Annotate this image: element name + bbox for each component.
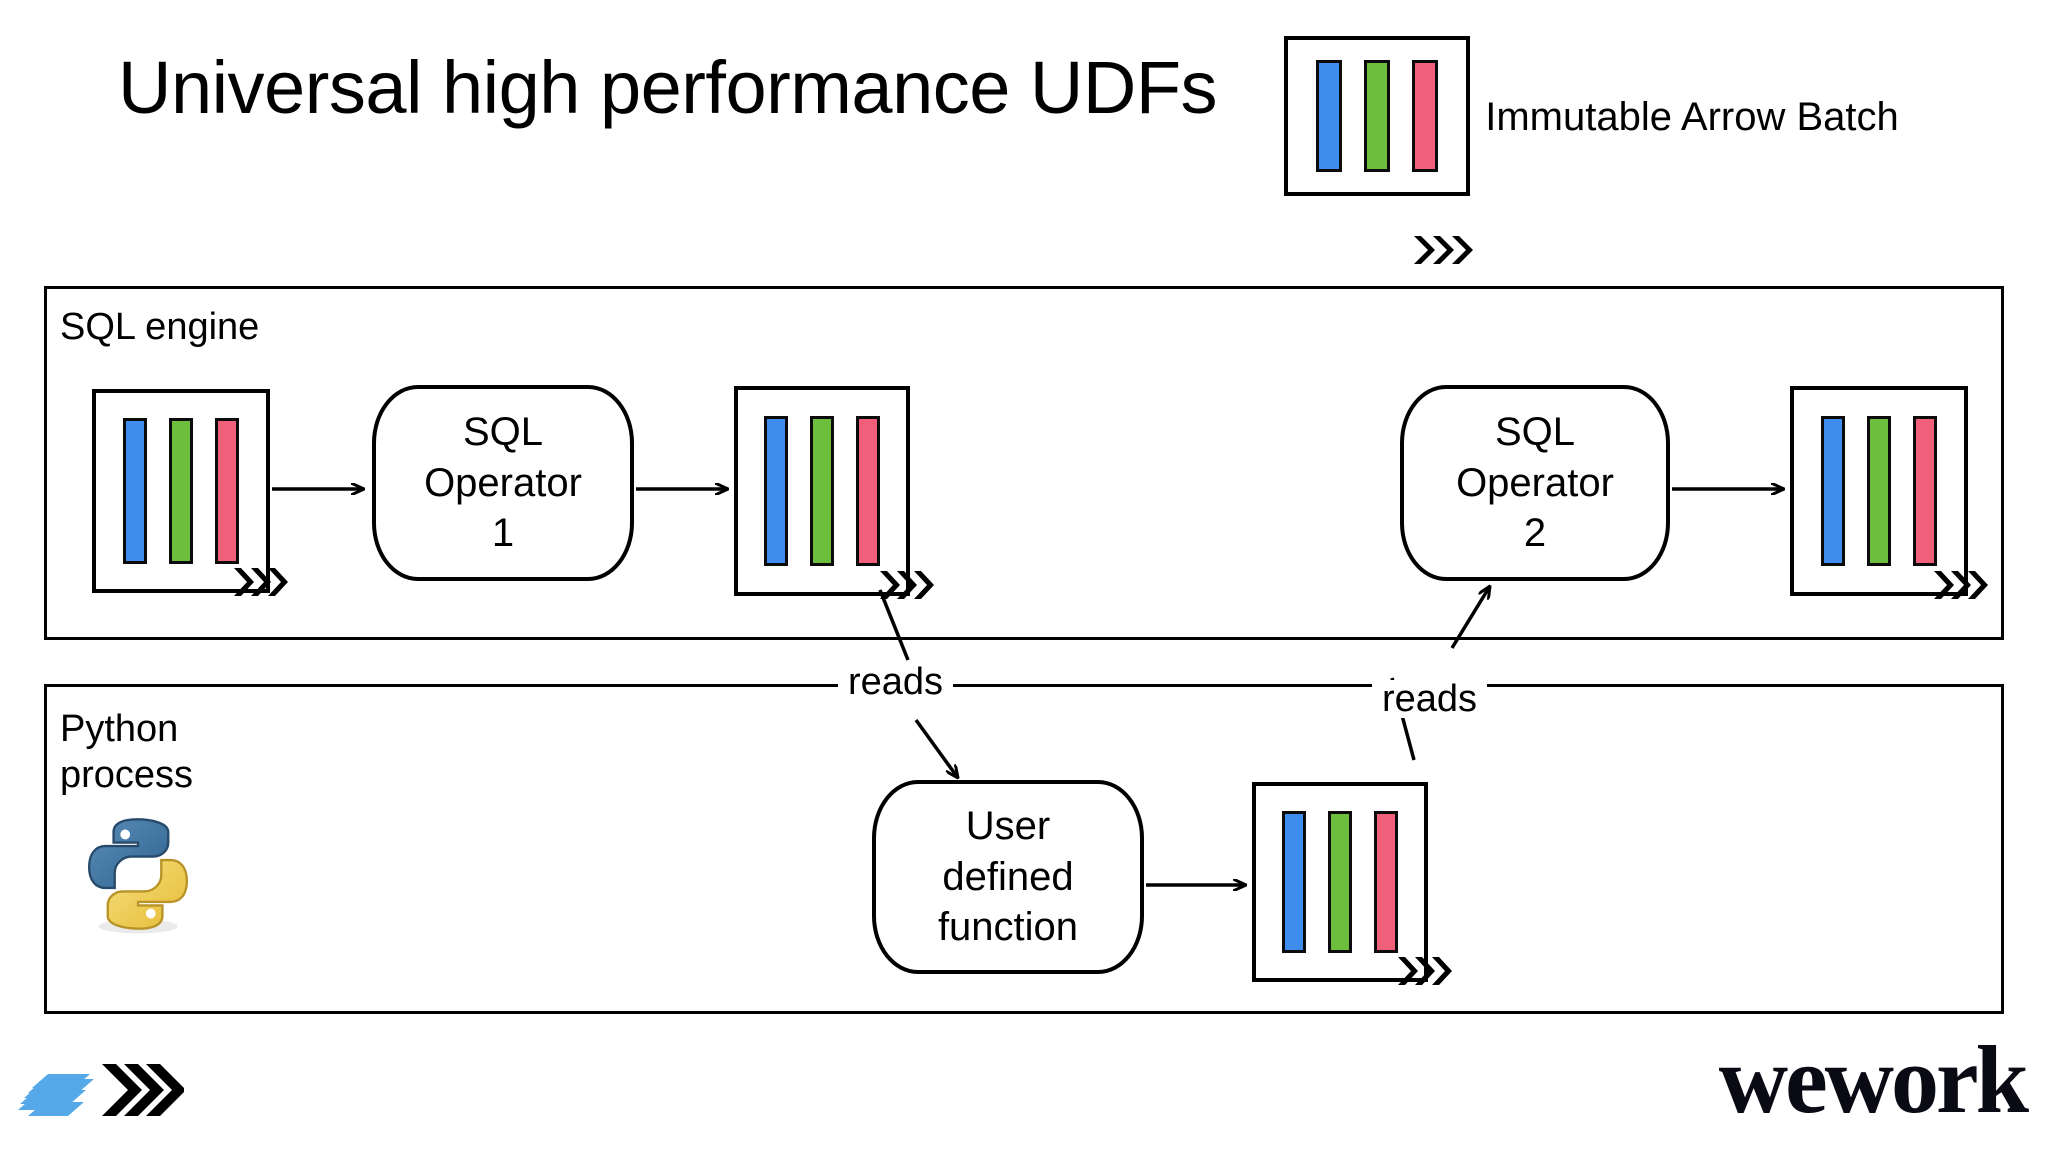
arrow-chevrons-icon — [102, 1064, 184, 1116]
parquet-logo-icon — [18, 1074, 94, 1116]
batch-columns — [96, 393, 266, 589]
input-arrow-batch — [92, 389, 270, 593]
red-column — [1374, 810, 1398, 954]
reads-label-left: reads — [838, 663, 954, 701]
udf-output-arrow-batch — [1252, 782, 1428, 982]
output-arrow-batch — [1790, 386, 1968, 596]
legend-arrow-batch — [1284, 36, 1470, 196]
sql-operator-2-label: SQL Operator 2 — [1456, 410, 1614, 556]
sql-operator-1-label: SQL Operator 1 — [424, 410, 582, 556]
batch-columns — [1256, 786, 1424, 978]
red-column — [1412, 59, 1438, 173]
green-column — [1364, 59, 1390, 173]
red-column — [215, 418, 239, 564]
red-column — [856, 416, 880, 566]
user-defined-function[interactable]: User defined function — [872, 780, 1144, 974]
sql-operator-1[interactable]: SQL Operator 1 — [372, 385, 634, 581]
page-title: Universal high performance UDFs — [118, 46, 1218, 129]
intermediate-arrow-batch — [734, 386, 910, 596]
green-column — [810, 416, 834, 566]
blue-column — [1821, 416, 1845, 566]
wework-logo: wework — [1718, 1026, 2029, 1133]
sql-engine-label: SQL engine — [60, 306, 260, 348]
legend-caption: Immutable Arrow Batch — [1485, 95, 1899, 139]
reads-label-right: reads — [1372, 680, 1488, 718]
sql-engine-zone — [44, 286, 2004, 640]
blue-column — [764, 416, 788, 566]
blue-column — [1316, 59, 1342, 173]
python-logo-icon — [87, 818, 189, 934]
green-column — [169, 418, 193, 564]
blue-column — [1282, 810, 1306, 954]
blue-column — [123, 418, 147, 564]
batch-columns — [738, 390, 906, 592]
udf-label: User defined function — [937, 804, 1079, 950]
green-column — [1328, 810, 1352, 954]
green-column — [1867, 416, 1891, 566]
batch-columns — [1288, 40, 1466, 192]
batch-columns — [1794, 390, 1964, 592]
arrow-chevrons-icon — [1414, 236, 1473, 264]
red-column — [1913, 416, 1937, 566]
sql-operator-2[interactable]: SQL Operator 2 — [1400, 385, 1670, 581]
python-process-label: Python process — [60, 708, 194, 797]
